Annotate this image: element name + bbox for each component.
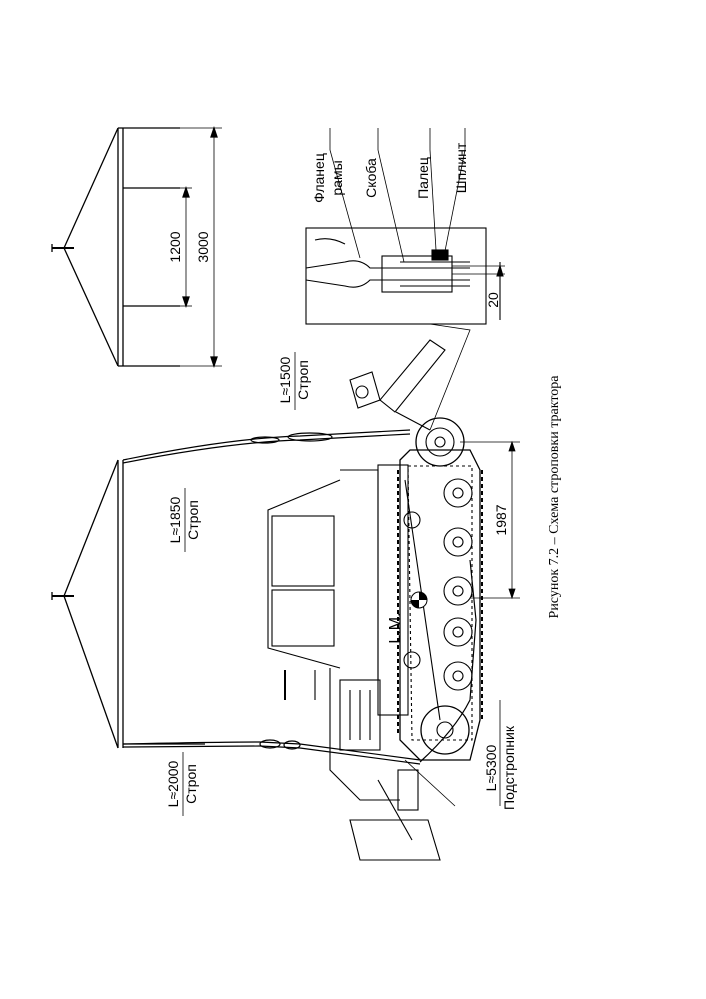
center-of-mass-icon — [410, 591, 428, 609]
cotter-label: Шплинт — [453, 142, 469, 193]
middle-sling-name: Строп — [185, 500, 201, 540]
dimension-1987: 1987 — [493, 504, 509, 535]
rear-sling-name: Строп — [295, 360, 311, 400]
offset-20-label: 20 — [485, 292, 501, 308]
bottom-sling-name: Подстропник — [501, 725, 517, 810]
spreader-beam-main — [51, 459, 124, 749]
flange-label-line2: рамы — [329, 160, 345, 195]
track-base-dimension — [460, 440, 520, 600]
front-sling-name: Строп — [183, 764, 199, 804]
flange-label-line1: Фланец — [311, 153, 327, 203]
bottom-sling-length: L≈5300 — [483, 744, 499, 791]
bracket-label: Скоба — [363, 158, 379, 198]
spreader-beam-top — [51, 125, 222, 369]
figure-caption: Рисунок 7.2 – Схема строповки трактора — [547, 375, 562, 619]
front-sling-length: L≈2000 — [165, 760, 181, 807]
middle-sling-length: L≈1850 — [167, 496, 183, 543]
slings — [122, 429, 477, 807]
lm-mark: L.M. — [387, 612, 404, 643]
tractor-body — [267, 339, 483, 861]
dimension-1200: 1200 — [167, 231, 183, 262]
pin-label: Палец — [415, 157, 431, 199]
dimension-3000: 3000 — [195, 231, 211, 262]
attachment-detail — [305, 128, 505, 431]
rear-sling-length: L≈1500 — [277, 356, 293, 403]
